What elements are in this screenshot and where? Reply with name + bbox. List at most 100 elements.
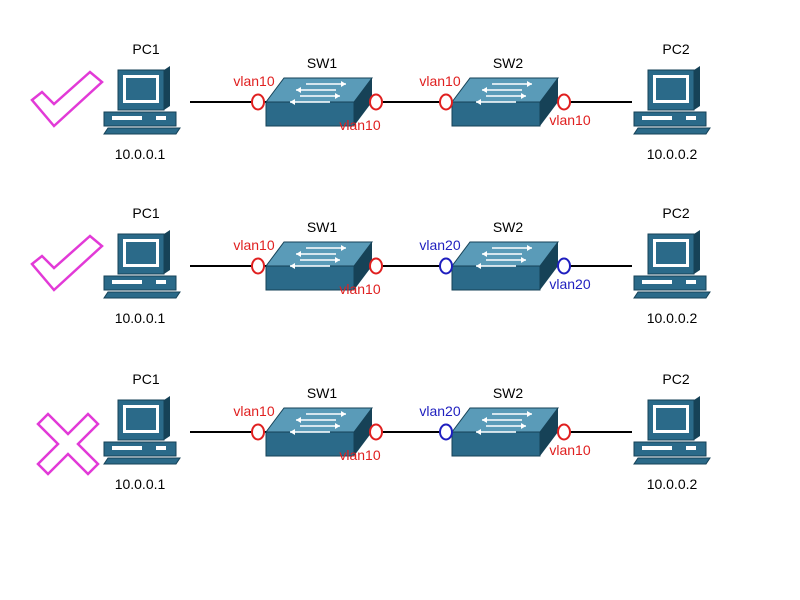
pc1-ip: 10.0.0.1 xyxy=(115,310,166,326)
switch-arrow-head xyxy=(527,245,532,251)
monitor-screen xyxy=(656,242,686,264)
sw2-name: SW2 xyxy=(493,55,524,71)
pc1-icon xyxy=(103,396,181,465)
power-led xyxy=(686,446,696,450)
switch-front xyxy=(451,431,541,457)
monitor-screen xyxy=(126,242,156,264)
pc2-icon xyxy=(633,396,711,465)
switch-arrow-head xyxy=(521,257,526,263)
pc2-ip: 10.0.0.2 xyxy=(647,476,698,492)
keyboard xyxy=(633,127,711,135)
sw2-right-vlan-label: vlan10 xyxy=(549,442,590,458)
drive-slot xyxy=(112,280,142,284)
sw2-left-vlan-label: vlan10 xyxy=(419,73,460,89)
sw1-right-vlan-label: vlan10 xyxy=(339,117,380,133)
sw1-left-port-marker xyxy=(251,423,265,441)
sw1-switch-icon xyxy=(265,77,373,127)
check-icon xyxy=(30,234,104,292)
switch-arrow-head xyxy=(341,411,346,417)
switch-arrow-head xyxy=(527,81,532,87)
switch-front xyxy=(451,101,541,127)
pc2-ip: 10.0.0.2 xyxy=(647,310,698,326)
sw2-right-vlan-label: vlan20 xyxy=(549,276,590,292)
keyboard xyxy=(103,127,181,135)
switch-arrow-head xyxy=(482,251,487,257)
sw2-switch-icon xyxy=(451,77,559,127)
pc2-name: PC2 xyxy=(662,371,689,387)
drive-slot xyxy=(642,446,672,450)
drive-slot xyxy=(112,116,142,120)
power-led xyxy=(686,116,696,120)
monitor-side xyxy=(164,230,170,274)
sw1-left-port-marker xyxy=(251,257,265,275)
monitor-screen xyxy=(656,78,686,100)
drive-slot xyxy=(642,116,672,120)
sw2-left-port-marker xyxy=(439,423,453,441)
switch-arrow-head xyxy=(482,87,487,93)
switch-arrow-head xyxy=(521,93,526,99)
pc1-name: PC1 xyxy=(132,205,159,221)
check-mark-outline xyxy=(30,234,104,292)
pc1-name: PC1 xyxy=(132,41,159,57)
sw1-right-port-marker xyxy=(369,257,383,275)
pc2-ip: 10.0.0.2 xyxy=(647,146,698,162)
sw1-right-port-marker xyxy=(369,423,383,441)
switch-side xyxy=(354,242,372,290)
sw2-right-port-marker xyxy=(557,423,571,441)
sw1-left-port-marker xyxy=(251,93,265,111)
sw1-name: SW1 xyxy=(307,385,338,401)
pc1-name: PC1 xyxy=(132,371,159,387)
sw1-name: SW1 xyxy=(307,219,338,235)
sw2-right-vlan-label: vlan10 xyxy=(549,112,590,128)
switch-arrow-head xyxy=(335,423,340,429)
switch-side xyxy=(540,78,558,126)
pc1-icon xyxy=(103,66,181,135)
sw1-right-vlan-label: vlan10 xyxy=(339,281,380,297)
sw1-left-vlan-label: vlan10 xyxy=(233,73,274,89)
cross-icon xyxy=(36,412,100,476)
sw2-left-port-marker xyxy=(439,93,453,111)
sw1-left-vlan-label: vlan10 xyxy=(233,403,274,419)
switch-arrow-head xyxy=(476,99,481,105)
keyboard xyxy=(633,291,711,299)
switch-arrow-head xyxy=(335,93,340,99)
sw2-name: SW2 xyxy=(493,219,524,235)
keyboard xyxy=(103,457,181,465)
switch-arrow-head xyxy=(335,257,340,263)
switch-arrow-head xyxy=(527,411,532,417)
drive-slot xyxy=(112,446,142,450)
switch-arrow-head xyxy=(290,429,295,435)
drive-slot xyxy=(642,280,672,284)
switch-arrow-head xyxy=(296,417,301,423)
monitor-screen xyxy=(126,78,156,100)
switch-front xyxy=(451,265,541,291)
switch-arrow-head xyxy=(476,429,481,435)
switch-side xyxy=(540,408,558,456)
switch-arrow-head xyxy=(341,81,346,87)
power-led xyxy=(156,446,166,450)
sw1-right-vlan-label: vlan10 xyxy=(339,447,380,463)
switch-side xyxy=(354,78,372,126)
switch-arrow-head xyxy=(482,417,487,423)
keyboard xyxy=(103,291,181,299)
power-led xyxy=(156,116,166,120)
monitor-side xyxy=(694,230,700,274)
sw2-switch-icon xyxy=(451,407,559,457)
monitor-side xyxy=(694,396,700,440)
power-led xyxy=(156,280,166,284)
pc1-ip: 10.0.0.1 xyxy=(115,476,166,492)
pc1-ip: 10.0.0.1 xyxy=(115,146,166,162)
scenario-row: PC1 10.0.0.1 PC2 10.0.0.2 SW1 SW2 vlan10 vlan10… xyxy=(36,371,711,492)
pc2-name: PC2 xyxy=(662,205,689,221)
monitor-screen xyxy=(126,408,156,430)
sw2-right-port-marker xyxy=(557,257,571,275)
switch-side xyxy=(354,408,372,456)
sw1-name: SW1 xyxy=(307,55,338,71)
sw1-left-vlan-label: vlan10 xyxy=(233,237,274,253)
monitor-side xyxy=(694,66,700,110)
switch-arrow-head xyxy=(296,251,301,257)
sw2-name: SW2 xyxy=(493,385,524,401)
switch-arrow-head xyxy=(476,263,481,269)
cross-mark-outline xyxy=(36,412,100,476)
power-led xyxy=(686,280,696,284)
